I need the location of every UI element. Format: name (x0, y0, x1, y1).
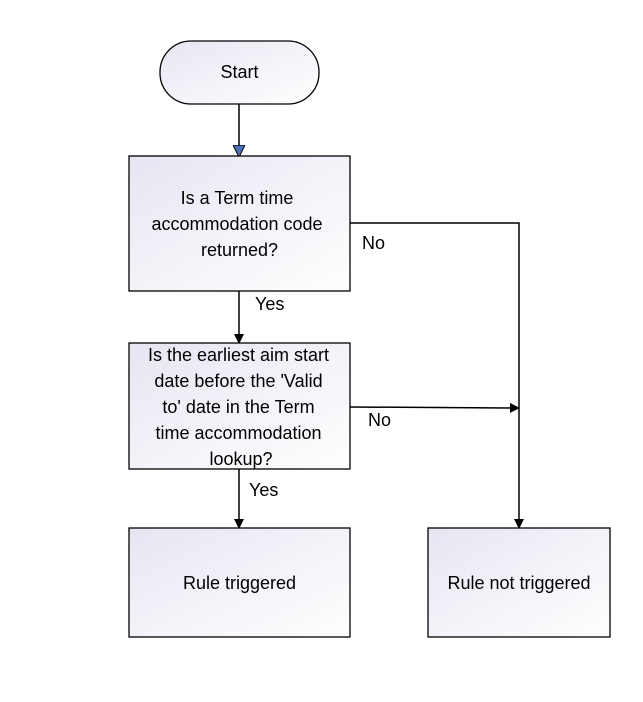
decision2-line: time accommodation (155, 423, 321, 443)
decision2-no-label: No (368, 410, 391, 430)
decision2-yes-label: Yes (249, 480, 278, 500)
decision1-line: returned? (201, 240, 278, 260)
decision2-text: Is the earliest aim start date before th… (148, 345, 334, 469)
decision1-line: Is a Term time (181, 188, 294, 208)
decision2-line: to' date in the Term (162, 397, 314, 417)
edge-decision1-no (350, 222, 524, 529)
decision2-line: Is the earliest aim start (148, 345, 329, 365)
outcome-not-triggered-label: Rule not triggered (447, 573, 590, 593)
start-label: Start (220, 62, 258, 82)
decision1-line: accommodation code (151, 214, 322, 234)
decision2-node: Is the earliest aim start date before th… (128, 342, 351, 470)
decision1-node: Is a Term time accommodation code return… (128, 155, 351, 292)
outcome-not-triggered-node: Rule not triggered (427, 527, 611, 638)
decision2-line: date before the 'Valid (154, 371, 322, 391)
decision1-yes-label: Yes (255, 294, 284, 314)
decision1-no-label: No (362, 233, 385, 253)
start-node: Start (159, 40, 320, 105)
decision1-text: Is a Term time accommodation code return… (151, 188, 327, 260)
outcome-triggered-label: Rule triggered (183, 573, 296, 593)
edge-decision2-no (349, 402, 520, 413)
decision2-line: lookup? (209, 449, 272, 469)
outcome-triggered-node: Rule triggered (128, 527, 351, 638)
